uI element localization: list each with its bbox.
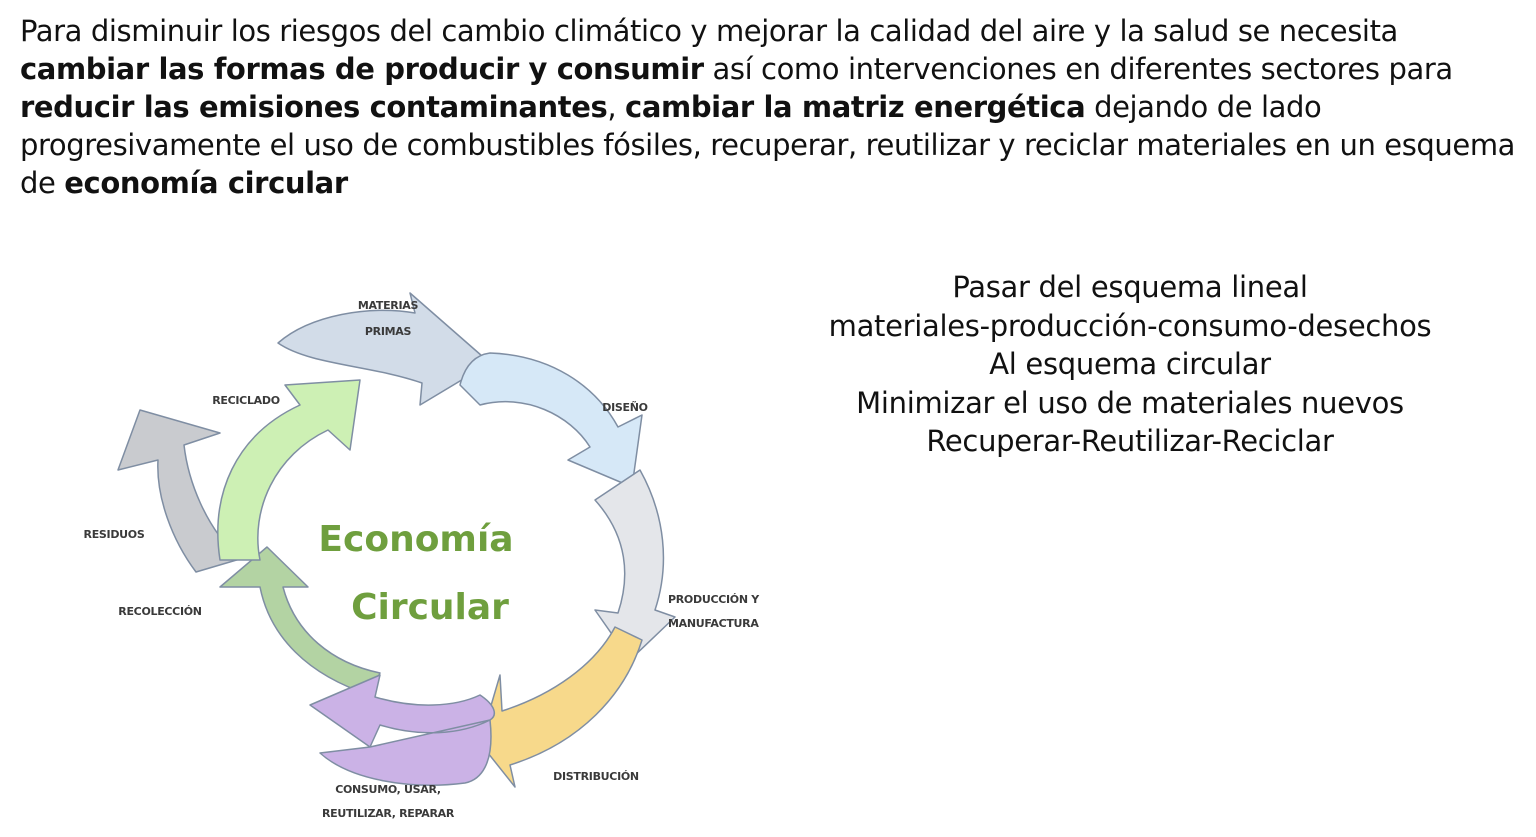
arrow-recoleccion	[219, 546, 381, 696]
label-materias-primas: PRIMAS	[365, 325, 412, 338]
label-residuos: RESIDUOS	[84, 528, 145, 541]
intro-text: así como intervenciones en diferentes se…	[703, 52, 1453, 86]
label-materias-primas: MATERIAS	[358, 299, 419, 312]
arrow-distribucion	[479, 626, 643, 788]
label-consumo: REUTILIZAR, REPARAR	[322, 807, 455, 820]
side-note-line: Recuperar-Reutilizar-Reciclar	[926, 424, 1334, 458]
side-notes: Pasar del esquema lineal materiales-prod…	[770, 268, 1490, 461]
intro-text: Para disminuir los riesgos del cambio cl…	[20, 14, 1398, 48]
side-note-line: Al esquema circular	[989, 347, 1271, 381]
label-distribucion: DISTRIBUCIÓN	[553, 770, 639, 783]
arrow-diseno	[459, 352, 643, 488]
label-recoleccion: RECOLECCIÓN	[118, 605, 202, 618]
label-consumo: CONSUMO, USAR,	[335, 783, 441, 796]
arrow-consumo	[309, 674, 496, 786]
arrow-residuos	[117, 409, 241, 573]
intro-text: ,	[607, 90, 626, 124]
label-produccion: PRODUCCIÓN Y	[668, 593, 760, 606]
intro-highlight: cambiar las formas de producir y consumi…	[20, 52, 704, 86]
side-note-line: Pasar del esquema lineal	[952, 270, 1308, 304]
label-diseno: DISEÑO	[602, 401, 647, 414]
center-title-line1: Economía	[318, 519, 513, 560]
intro-highlight: reducir las emisiones contaminantes	[20, 90, 608, 124]
intro-text: dejando de lado progresivamente el uso d…	[20, 90, 1516, 200]
circular-economy-diagram: Economía Circular MATERIAS PRIMAS DISEÑO…	[70, 265, 810, 837]
label-reciclado: RECICLADO	[212, 394, 280, 407]
center-title-line2: Circular	[351, 587, 509, 628]
arrow-reciclado	[217, 379, 361, 561]
side-note-line: materiales-producción-consumo-desechos	[828, 308, 1432, 343]
side-note-line: Minimizar el uso de materiales nuevos	[856, 385, 1404, 420]
arrow-produccion	[594, 469, 676, 661]
intro-paragraph: Para disminuir los riesgos del cambio cl…	[20, 12, 1520, 202]
intro-highlight: cambiar la matriz energética	[625, 90, 1086, 124]
circular-economy-svg: Economía Circular MATERIAS PRIMAS DISEÑO…	[84, 292, 761, 820]
intro-highlight: economía circular	[64, 166, 348, 200]
label-produccion: MANUFACTURA	[668, 617, 759, 630]
